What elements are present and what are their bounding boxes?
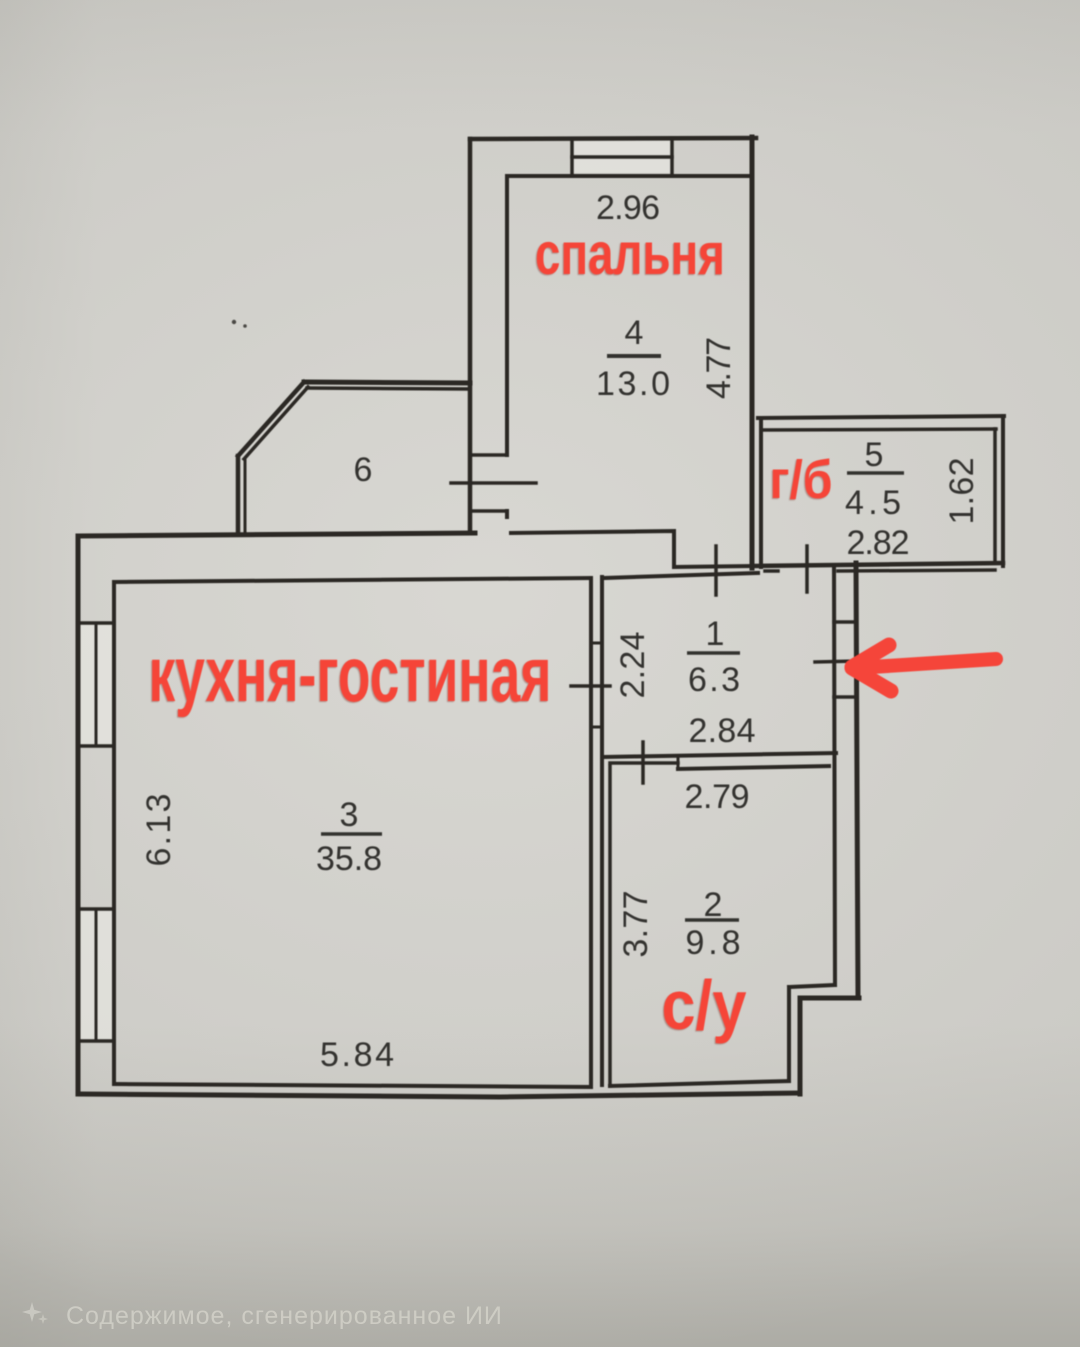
svg-text:4.5: 4.5 xyxy=(845,484,901,522)
svg-text:13.0: 13.0 xyxy=(596,365,670,403)
svg-text:с/у: с/у xyxy=(662,966,747,1044)
svg-text:спальня: спальня xyxy=(535,221,725,287)
svg-text:2.96: 2.96 xyxy=(596,189,660,227)
svg-text:2.82: 2.82 xyxy=(847,524,910,562)
svg-text:2: 2 xyxy=(704,886,723,924)
svg-text:9.8: 9.8 xyxy=(686,924,741,962)
svg-text:г/б: г/б xyxy=(770,450,833,510)
svg-text:3.77: 3.77 xyxy=(617,891,655,958)
svg-text:1.62: 1.62 xyxy=(943,458,981,525)
svg-text:6.3: 6.3 xyxy=(688,661,740,699)
svg-text:6.13: 6.13 xyxy=(140,794,178,867)
svg-text:6: 6 xyxy=(354,451,373,489)
svg-text:5: 5 xyxy=(865,436,884,474)
svg-text:3: 3 xyxy=(340,796,359,834)
svg-text:4.77: 4.77 xyxy=(700,337,738,399)
svg-text:5.84: 5.84 xyxy=(320,1036,394,1074)
svg-text:2.84: 2.84 xyxy=(689,712,756,750)
svg-text:4: 4 xyxy=(625,314,644,352)
svg-text:2.79: 2.79 xyxy=(685,778,750,816)
svg-text:кухня-гостиная: кухня-гостиная xyxy=(149,630,552,718)
svg-text:35.8: 35.8 xyxy=(316,840,382,878)
svg-text:2.24: 2.24 xyxy=(614,632,652,699)
svg-text:1: 1 xyxy=(706,615,725,653)
